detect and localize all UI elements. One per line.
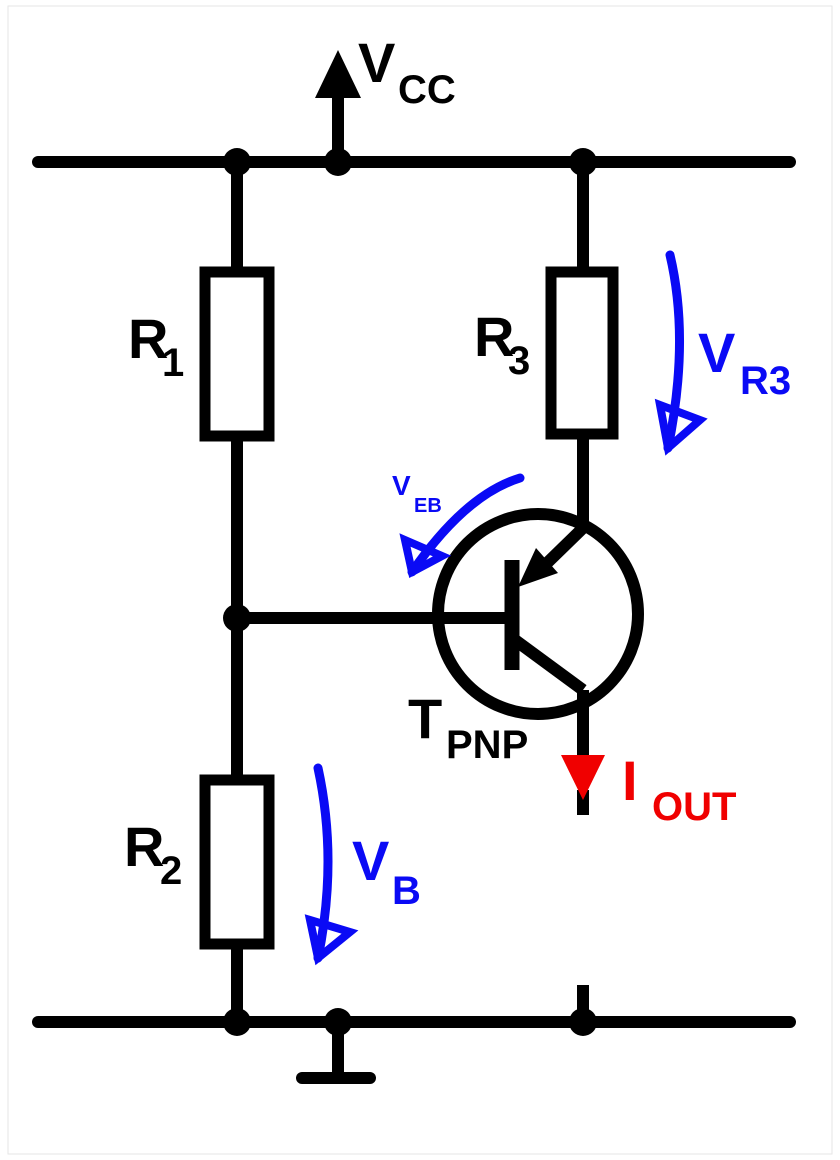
collector-lead-wire (511, 635, 587, 695)
iout-arrow-icon (561, 755, 605, 800)
vr3-arrowhead-icon (654, 398, 708, 456)
emitter-arrow-icon (518, 548, 558, 587)
page-border (7, 5, 833, 1155)
junction-node (324, 1008, 352, 1036)
r2-resistor (199, 774, 275, 950)
transistor-body-circle (432, 508, 644, 720)
junction-node (223, 148, 251, 176)
r1-resistor (199, 266, 275, 442)
vcc-label: VCC (358, 31, 456, 112)
r3-label: R3 (474, 305, 530, 383)
vb-label: VB (352, 829, 421, 913)
r1-label: R1 (128, 307, 184, 385)
emitter-lead-wire (540, 523, 588, 570)
vb-voltage-arrow (313, 763, 333, 963)
junction-node (223, 1008, 251, 1036)
junction-node (324, 148, 352, 176)
junction-node (223, 604, 251, 632)
junction-node (569, 1008, 597, 1036)
veb-label: VEB (392, 470, 442, 517)
r3-resistor (545, 266, 619, 440)
veb-arrowhead-icon (399, 533, 452, 579)
veb-voltage-arrow (407, 473, 525, 577)
vr3-voltage-arrow (663, 250, 685, 453)
junction-node (569, 148, 597, 176)
vb-arrowhead-icon (304, 914, 359, 966)
r2-label: R2 (124, 815, 182, 893)
tpnp-label: TPNP (408, 687, 528, 767)
vcc-arrow-icon (315, 50, 361, 98)
